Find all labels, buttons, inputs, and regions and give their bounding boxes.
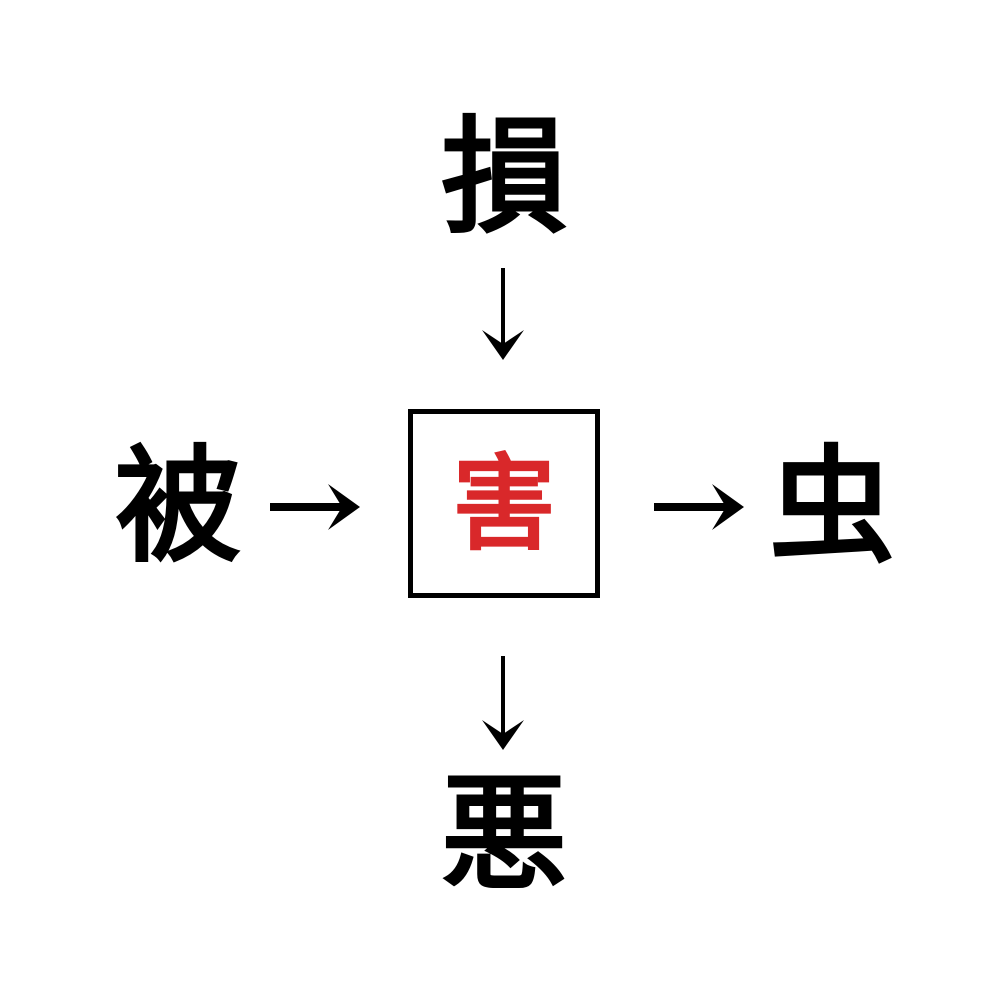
kanji-node-right: 虫 — [769, 433, 895, 580]
kanji-node-top: 損 — [441, 104, 567, 251]
arrow-left-to-center-icon — [266, 478, 364, 536]
kanji-node-bottom: 悪 — [441, 761, 567, 908]
arrow-center-to-bottom-icon — [472, 656, 534, 752]
kanji-node-left: 被 — [115, 433, 241, 580]
arrow-top-to-center-icon — [472, 268, 534, 362]
arrow-center-to-right-icon — [650, 478, 748, 536]
center-kanji-label: 害 — [451, 442, 556, 565]
center-kanji-box: 害 — [408, 409, 600, 598]
